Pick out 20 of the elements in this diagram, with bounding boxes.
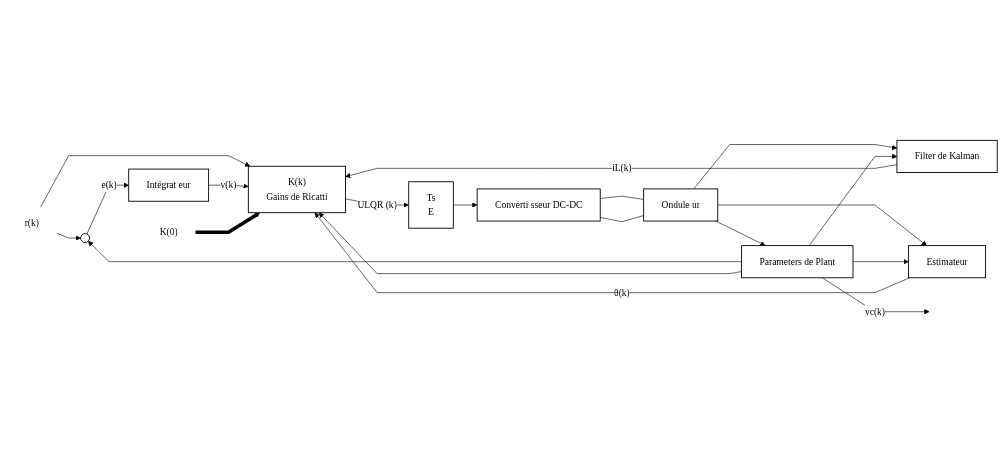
connector: [599, 215, 644, 223]
edge-label: θ(k): [614, 287, 630, 298]
connector: [599, 195, 644, 200]
edge-label: ULQR (k): [357, 199, 397, 210]
edge-label: v(k): [220, 179, 237, 190]
node-text: K(0): [159, 226, 178, 237]
node-text: r(k): [24, 217, 39, 229]
node-box: Converti sseur DC-DC: [476, 188, 601, 222]
node-box: Filter de Kalman: [896, 139, 998, 173]
node-box: K(k) Gains de Ricatti: [247, 165, 346, 214]
node-box: Estimateur: [908, 245, 987, 279]
arrow: [195, 212, 260, 234]
edge-label: e(k): [101, 179, 117, 190]
node-box: Parameters de Plant: [741, 245, 854, 279]
node-box: Ondule ur: [643, 188, 719, 222]
node-box: Ts E: [408, 181, 454, 229]
node-box: Intégrat eur: [128, 168, 210, 202]
node-circle: [80, 233, 90, 243]
edge-label: iL(k): [612, 162, 632, 174]
edge-label: vc(k): [864, 306, 886, 317]
